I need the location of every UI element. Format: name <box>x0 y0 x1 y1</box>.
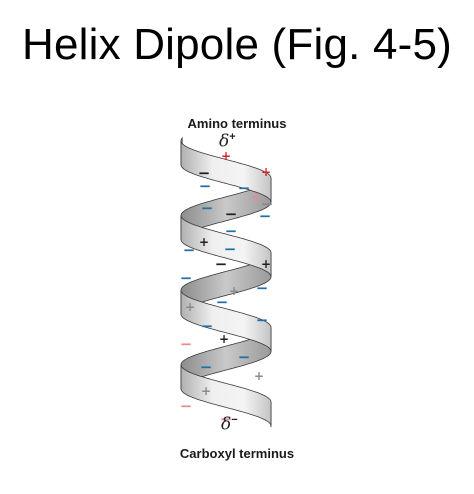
negative-charge: − <box>215 255 228 273</box>
negative-charge: − <box>216 293 229 311</box>
delta-minus-sign: − <box>231 414 238 426</box>
positive-charge: + <box>221 149 231 163</box>
negative-charge: − <box>201 317 214 335</box>
page-title: Helix Dipole (Fig. 4-5) <box>21 20 453 69</box>
positive-charge: + <box>219 332 229 346</box>
helix-ribbon-back <box>180 136 272 428</box>
negative-charge: − <box>261 195 274 213</box>
delta-minus-symbol: δ− <box>221 414 238 435</box>
positive-charge: + <box>254 369 264 383</box>
ribbon-back-segment <box>180 252 272 315</box>
negative-charge: − <box>256 279 269 297</box>
delta-plus-sign: + <box>229 131 236 143</box>
negative-charge: − <box>180 335 193 353</box>
negative-charge: − <box>225 222 238 240</box>
positive-charge: + <box>251 190 261 204</box>
delta-plus-glyph: δ <box>219 131 230 152</box>
negative-charge: − <box>224 240 237 258</box>
ribbon-front-segment <box>180 364 272 427</box>
negative-charge: − <box>180 269 193 287</box>
negative-charge: − <box>183 241 196 259</box>
negative-charge: − <box>225 205 238 223</box>
positive-charge: + <box>229 284 239 298</box>
positive-charge: + <box>261 165 271 179</box>
ribbon-front-segment <box>180 290 272 352</box>
positive-charge: + <box>199 235 209 249</box>
negative-charge: − <box>198 164 211 182</box>
ribbon-back-segment <box>180 178 272 240</box>
negative-charge: − <box>180 397 193 415</box>
ribbon-back-segment <box>180 327 272 389</box>
charge-markers: +−+−−+−−−−+−+−−−++−−−+−−−−−++−− <box>180 149 274 428</box>
carboxyl-terminus-label: Carboxyl terminus <box>179 446 295 461</box>
negative-charge: − <box>220 410 233 428</box>
positive-charge: + <box>185 300 195 314</box>
helix-ribbon-front <box>180 141 272 427</box>
positive-charge: + <box>261 257 271 271</box>
negative-charge: − <box>199 177 212 195</box>
negative-charge: − <box>238 179 251 197</box>
positive-charge: + <box>201 384 211 398</box>
negative-charge: − <box>201 199 214 217</box>
negative-charge: − <box>238 348 251 366</box>
amino-terminus-label: Amino terminus <box>187 116 287 131</box>
negative-charge: − <box>259 207 272 225</box>
ribbon-front-segment <box>180 141 272 203</box>
ribbon-front-segment <box>180 215 272 277</box>
negative-charge: − <box>256 311 269 329</box>
delta-minus-glyph: δ <box>221 414 232 435</box>
negative-charge: − <box>200 358 213 376</box>
delta-plus-symbol: δ+ <box>219 131 236 152</box>
